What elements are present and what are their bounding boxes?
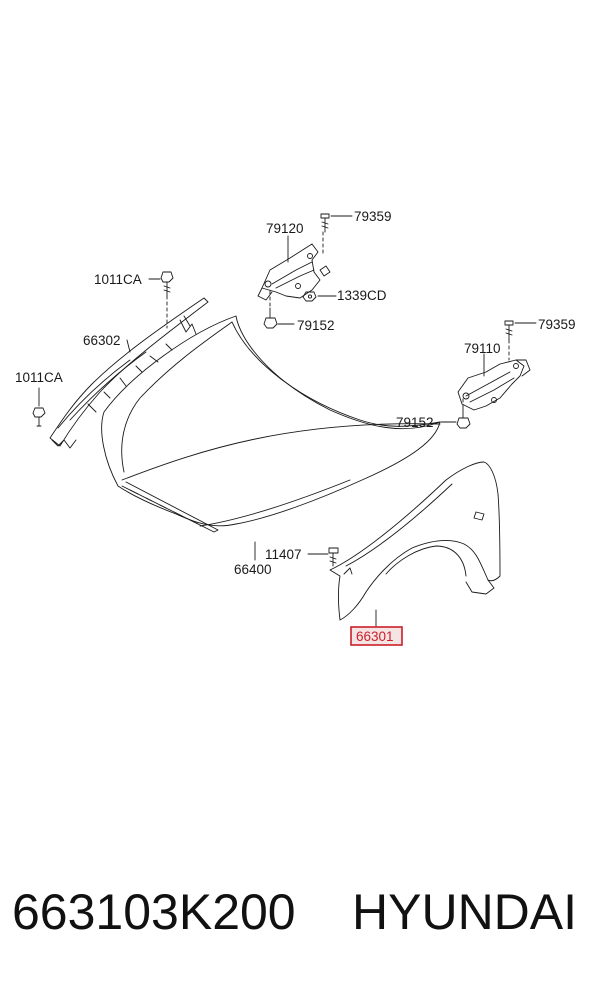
label-66400: 66400 [234, 562, 272, 577]
label-66302: 66302 [83, 333, 121, 348]
fender-callout-box[interactable] [350, 626, 403, 646]
leader-lines [38, 215, 537, 627]
hood-hinge-left[interactable] [257, 243, 331, 301]
label-79110: 79110 [464, 341, 501, 356]
label-66301[interactable]: 66301 [356, 629, 394, 644]
bolt-79152-top[interactable] [263, 307, 278, 329]
nut-1339cd[interactable] [302, 291, 317, 302]
part-number: 663103K200 [12, 884, 296, 940]
bolt-11407[interactable] [328, 547, 339, 567]
label-79359-right: 79359 [538, 317, 576, 332]
footer-caption: 663103K200 HYUNDAI [0, 872, 600, 952]
hood-seal-strip[interactable] [49, 297, 209, 449]
bolt-79359-top[interactable] [320, 213, 330, 233]
label-79152-right: 79152 [396, 415, 434, 430]
label-79120: 79120 [266, 221, 304, 236]
brand-name: HYUNDAI [352, 884, 578, 940]
hood-panel[interactable] [101, 315, 441, 533]
nut-1011ca-top[interactable] [160, 271, 174, 297]
label-1011ca-left: 1011CA [15, 370, 63, 385]
bolt-79152-right[interactable] [456, 407, 471, 429]
front-fender[interactable] [329, 461, 501, 621]
label-11407: 11407 [265, 547, 302, 562]
label-79359-top: 79359 [354, 209, 392, 224]
hood-hinge-right[interactable] [457, 359, 531, 411]
label-1011ca-top: 1011CA [94, 272, 142, 287]
nut-1011ca-left[interactable] [32, 407, 46, 427]
bolt-79359-right[interactable] [504, 320, 514, 341]
label-1339cd: 1339CD [337, 288, 387, 303]
label-79152-top: 79152 [297, 318, 335, 333]
